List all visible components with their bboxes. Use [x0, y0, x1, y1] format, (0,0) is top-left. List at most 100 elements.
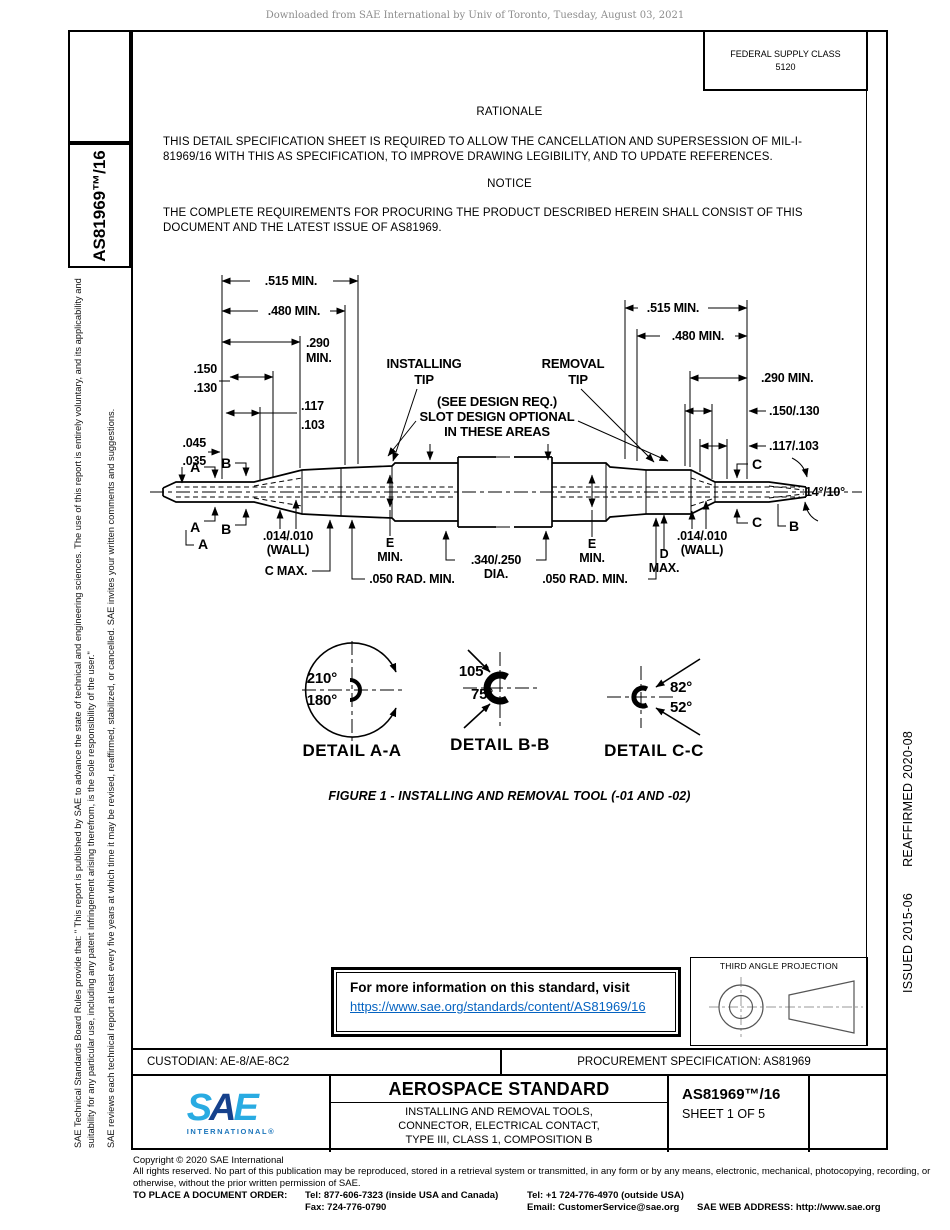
- standard-link[interactable]: https://www.sae.org/standards/content/AS…: [350, 999, 646, 1014]
- dim-045: .045: [182, 436, 206, 450]
- rationale-heading: RATIONALE: [476, 106, 543, 118]
- tel-outside: Tel: +1 724-776-4970 (outside USA): [527, 1190, 684, 1201]
- dim-117: .117: [301, 399, 324, 413]
- custodian-cell: CUSTODIAN: AE-8/AE-8C2: [133, 1050, 502, 1074]
- custodian-bar: CUSTODIAN: AE-8/AE-8C2 PROCUREMENT SPECI…: [133, 1050, 886, 1076]
- boilerplate-paragraph-2: SAE reviews each technical report at lea…: [105, 408, 116, 1148]
- figure-1-drawing: .515 MIN. .480 MIN. .290 MIN. .150 .130 …: [150, 274, 862, 760]
- detail-b-b: [463, 649, 537, 729]
- dim-480-left: .480 MIN.: [268, 304, 320, 318]
- tel-inside: Tel: 877-606-7323 (inside USA and Canada…: [305, 1190, 499, 1201]
- section-a-bottom: A: [190, 519, 200, 535]
- doc-number-label: AS81969™/16: [682, 1086, 781, 1103]
- tool-outline: [162, 456, 807, 528]
- detail-a-label: DETAIL A-A: [302, 741, 401, 760]
- e-min-right: MIN.: [579, 551, 605, 565]
- detail-a-angle-2: 180°: [307, 692, 337, 709]
- section-c-bottom: C: [752, 514, 762, 530]
- notice-heading: NOTICE: [487, 178, 532, 190]
- doc-number-cell: AS81969™/16 SHEET 1 OF 5: [669, 1076, 810, 1152]
- removal-tip-2: TIP: [568, 372, 588, 387]
- detail-a-angle-1: 210°: [307, 670, 337, 687]
- copyright-line: Copyright © 2020 SAE International: [133, 1155, 284, 1166]
- issue-history: ISSUED 2015-06 REAFFIRMED 2020-08: [901, 731, 915, 993]
- empty-cell: [810, 1076, 886, 1152]
- section-b-right: B: [789, 518, 799, 534]
- wall-left-2: (WALL): [267, 543, 310, 557]
- sae-logo: SAE INTERNATIONAL®: [133, 1076, 331, 1152]
- detail-b-angle-2: 75°: [471, 686, 493, 703]
- wall-right-2: (WALL): [681, 543, 724, 557]
- detail-b-angle-1: 105°: [459, 663, 489, 680]
- web-address-label: SAE WEB ADDRESS: http://www.sae.org: [697, 1202, 881, 1213]
- dim-290: .290: [306, 336, 330, 350]
- removal-tip-1: REMOVAL: [542, 356, 605, 371]
- dim-150-130-right: .150/.130: [769, 404, 820, 418]
- installing-tip-2: TIP: [414, 372, 434, 387]
- standard-subtitle-2: CONNECTOR, ELECTRICAL CONTACT,: [398, 1119, 600, 1132]
- projection-label: THIRD ANGLE PROJECTION: [719, 961, 839, 971]
- info-box-inner: For more information on this standard, v…: [336, 972, 676, 1032]
- title-block: CUSTODIAN: AE-8/AE-8C2 PROCUREMENT SPECI…: [131, 1048, 888, 1152]
- issued-label: ISSUED 2015-06: [901, 892, 915, 993]
- wall-right-1: .014/.010: [677, 529, 728, 543]
- callout-leaders: [276, 388, 710, 580]
- fsc-code: 5120: [775, 62, 796, 72]
- detail-b-label: DETAIL B-B: [450, 735, 550, 754]
- order-label: TO PLACE A DOCUMENT ORDER:: [133, 1190, 288, 1201]
- rad-min-right: .050 RAD. MIN.: [542, 572, 627, 586]
- sae-boilerplate: SAE Technical Standards Board Rules prov…: [72, 272, 124, 1148]
- email-label: Email: CustomerService@sae.org: [527, 1202, 680, 1213]
- d-label: D: [660, 547, 669, 561]
- sidebar-empty-cell: [68, 30, 131, 143]
- dim-290-right: .290 MIN.: [761, 371, 813, 385]
- e-right: E: [588, 537, 596, 551]
- section-b-bottom: B: [221, 521, 231, 537]
- info-text: For more information on this standard, v…: [350, 980, 630, 995]
- section-a-left: A: [198, 536, 208, 552]
- in-these-areas: IN THESE AREAS: [444, 424, 550, 439]
- dim-103: .103: [301, 418, 325, 432]
- standard-subtitle-1: INSTALLING AND REMOVAL TOOLS,: [405, 1106, 593, 1118]
- slot-design-optional: SLOT DESIGN OPTIONAL: [420, 409, 575, 424]
- notice-body: THE COMPLETE REQUIREMENTS FOR PROCURING …: [163, 207, 803, 235]
- doc-number-box: AS81969™/16: [68, 143, 131, 268]
- rationale-body: THIS DETAIL SPECIFICATION SHEET IS REQUI…: [163, 136, 803, 164]
- fsc-label: FEDERAL SUPPLY CLASS: [730, 49, 841, 59]
- e-left: E: [386, 536, 394, 550]
- detail-c-angle-2: 52°: [670, 699, 692, 716]
- procurement-cell: PROCUREMENT SPECIFICATION: AS81969: [577, 1056, 811, 1068]
- dim-035: .035: [182, 454, 206, 468]
- drawing-labels: .515 MIN. .480 MIN. .290 MIN. .150 .130 …: [182, 274, 845, 760]
- info-box: For more information on this standard, v…: [331, 967, 681, 1037]
- detail-a-a: [302, 641, 402, 741]
- dim-150: .150: [193, 362, 217, 376]
- c-max: C MAX.: [265, 564, 308, 578]
- rad-min-left: .050 RAD. MIN.: [369, 572, 454, 586]
- dim-130: .130: [193, 381, 217, 395]
- standard-subtitle-3: TYPE III, CLASS 1, COMPOSITION B: [405, 1133, 593, 1146]
- installing-tip-1: INSTALLING: [386, 356, 461, 371]
- reaffirmed-label: REAFFIRMED 2020-08: [901, 730, 915, 867]
- sae-logo-international: INTERNATIONAL®: [186, 1126, 276, 1136]
- sae-logo-word: SAE: [186, 1087, 259, 1130]
- download-watermark: Downloaded from SAE International by Uni…: [265, 10, 685, 21]
- d-max: MAX.: [649, 561, 679, 575]
- fax-label: Fax: 724-776-0790: [305, 1202, 387, 1213]
- dia-1: .340/.250: [471, 553, 522, 567]
- sheet-label: SHEET 1 OF 5: [682, 1107, 766, 1121]
- dimension-lines: [178, 277, 819, 522]
- section-c-top: C: [752, 456, 762, 472]
- e-min-left: MIN.: [377, 550, 403, 564]
- right-margin-rule: [866, 30, 867, 1046]
- dia-2: DIA.: [484, 567, 508, 581]
- figure-caption: FIGURE 1 - INSTALLING AND REMOVAL TOOL (…: [328, 789, 691, 803]
- dim-tip-angle: 14°/10°: [805, 485, 845, 499]
- section-markers: [185, 462, 786, 546]
- see-design-req: (SEE DESIGN REQ.): [437, 394, 557, 409]
- detail-c-c: [607, 658, 701, 736]
- aerospace-standard-title: AEROSPACE STANDARD: [331, 1076, 667, 1103]
- boilerplate-paragraph-1: SAE Technical Standards Board Rules prov…: [73, 278, 97, 1148]
- rights-text: All rights reserved. No part of this pub…: [133, 1166, 931, 1190]
